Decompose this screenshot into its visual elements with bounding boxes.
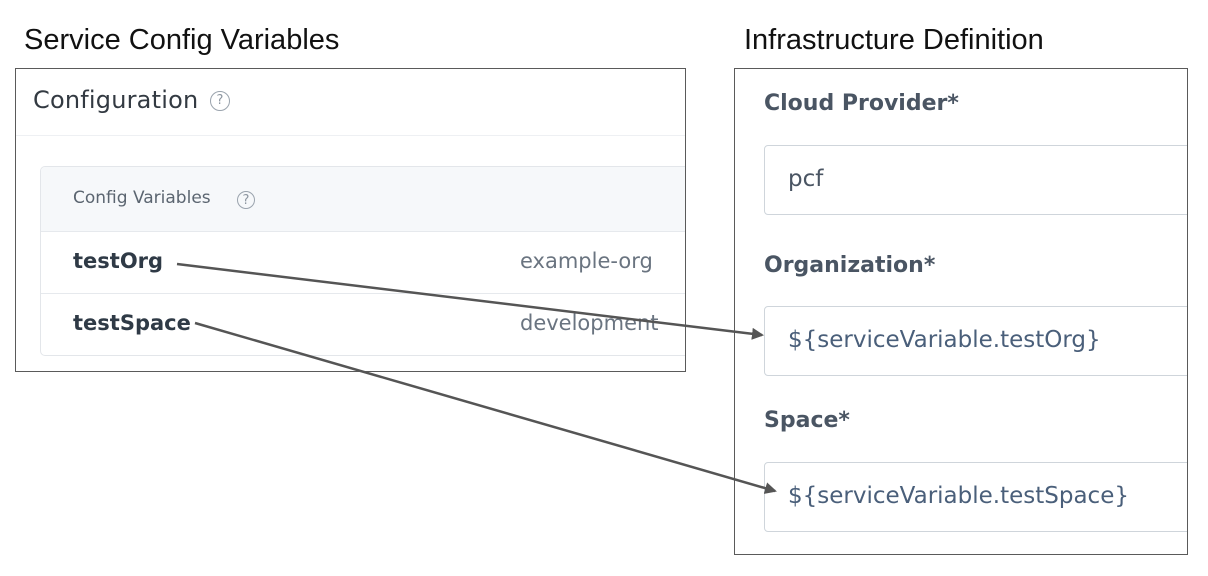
organization-label: Organization* [764,253,936,278]
configuration-panel: Configuration ? Config Variables ? testO… [15,68,686,372]
space-field[interactable]: ${serviceVariable.testSpace} [764,462,1187,532]
help-icon[interactable]: ? [237,191,255,209]
service-config-variables-caption: Service Config Variables [24,24,340,56]
space-label: Space* [764,408,850,433]
variable-value: development [520,311,659,335]
organization-field[interactable]: ${serviceVariable.testOrg} [764,306,1187,376]
configuration-header: Configuration ? [16,69,685,136]
organization-value: ${serviceVariable.testOrg} [788,327,1101,353]
config-variables-header: Config Variables ? [41,167,685,232]
infrastructure-definition-caption: Infrastructure Definition [744,24,1044,56]
infrastructure-definition-panel: Cloud Provider* pcf Organization* ${serv… [734,68,1188,555]
config-variables-title: Config Variables [73,188,211,208]
variable-value: example-org [520,249,653,273]
space-value: ${serviceVariable.testSpace} [788,483,1129,509]
variable-name: testSpace [73,311,191,335]
table-row[interactable]: testOrg example-org [41,231,685,294]
table-row[interactable]: testSpace development [41,293,685,355]
variable-name: testOrg [73,249,164,273]
configuration-title: Configuration [33,86,199,114]
help-icon[interactable]: ? [210,91,230,111]
cloud-provider-field[interactable]: pcf [764,145,1187,215]
cloud-provider-label: Cloud Provider* [764,91,959,116]
cloud-provider-value: pcf [788,166,824,192]
config-variables-table: Config Variables ? testOrg example-org t… [40,166,685,356]
